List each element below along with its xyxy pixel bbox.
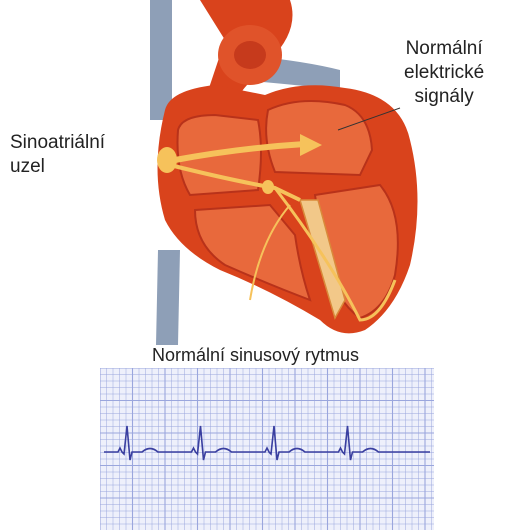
superior-vena-cava bbox=[150, 0, 172, 120]
signals-label: Normální elektrické signály bbox=[404, 37, 484, 109]
signals-label-line1: Normální bbox=[404, 37, 484, 61]
signals-label-line2: elektrické bbox=[404, 61, 484, 85]
av-node bbox=[262, 180, 274, 194]
ecg-strip bbox=[100, 368, 434, 530]
sa-node-label: Sinoatriální uzel bbox=[10, 131, 105, 179]
sa-node-label-line2: uzel bbox=[10, 155, 105, 179]
sa-node-label-line1: Sinoatriální bbox=[10, 131, 105, 155]
signals-label-line3: signály bbox=[404, 85, 484, 109]
ecg-title: Normální sinusový rytmus bbox=[0, 345, 511, 366]
sa-node bbox=[157, 147, 177, 173]
inferior-vena-cava bbox=[156, 250, 180, 345]
left-atrium bbox=[266, 101, 372, 175]
